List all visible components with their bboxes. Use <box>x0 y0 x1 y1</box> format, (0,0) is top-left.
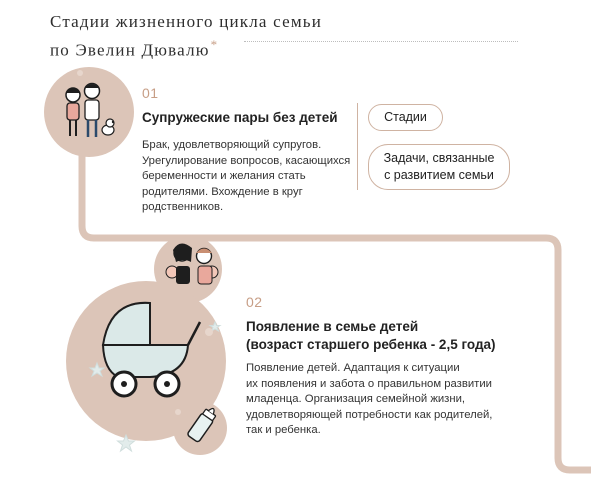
description-line: так и ребенка. <box>246 424 321 436</box>
decorative-dot <box>77 70 83 76</box>
title-line-1: Стадии жизненного цикла семьи <box>50 12 323 31</box>
couple-illustration-icon <box>44 67 134 157</box>
timeline-path <box>78 136 591 474</box>
stage-description-02: Появление детей. Адаптация к ситуации их… <box>246 361 492 439</box>
description-line: родственников. <box>142 201 224 213</box>
stage-title-02-line: (возраст старшего ребенка - 2,5 года) <box>246 337 496 352</box>
legend-separator <box>357 103 358 190</box>
stage-description-01: Брак, удовлетворяющий супругов. Урегулир… <box>142 138 350 216</box>
decorative-dot <box>175 409 181 415</box>
legend-tasks-label-line: Задачи, связанные <box>383 151 495 165</box>
decorative-stars <box>88 320 222 453</box>
stage-title-01-line: Супружеские пары без детей <box>142 110 338 125</box>
baby-bottle-icon <box>173 401 227 455</box>
title-dotted-divider <box>244 41 518 42</box>
legend-tasks-pill: Задачи, связанные с развитием семьи <box>368 144 510 190</box>
stage-title-02: Появление в семье детей (возраст старшег… <box>246 318 496 354</box>
legend-stages-pill: Стадии <box>368 104 443 131</box>
page-title: Стадии жизненного цикла семьи по Эвелин … <box>50 10 322 62</box>
description-line: Урегулирование вопросов, касающихся <box>142 154 351 167</box>
stage-title-01: Супружеские пары без детей <box>142 109 338 127</box>
baby-stroller-icon <box>66 281 226 441</box>
description-line: удовлетворяющей потребности как родителе… <box>246 408 493 421</box>
title-line-2: по Эвелин Дювалю* <box>50 37 219 60</box>
description-line: Появление детей. Адаптация к ситуации <box>246 362 460 374</box>
description-line: младенца. Организация семейной жизни, <box>246 393 466 405</box>
description-line: их появления и забота о правильном разви… <box>246 377 492 390</box>
description-line: беременности и желания стать <box>142 170 306 182</box>
stage-number-02: 02 <box>246 294 263 310</box>
decorative-dot <box>205 328 213 336</box>
description-line: Брак, удовлетворяющий супругов. <box>142 139 322 151</box>
footnote-asterisk: * <box>210 37 219 52</box>
legend-tasks-label-line: с развитием семьи <box>384 168 494 182</box>
stage-number-01: 01 <box>142 85 159 101</box>
legend-stages-label: Стадии <box>384 110 427 124</box>
stage-title-02-line: Появление в семье детей <box>246 319 419 334</box>
description-line: родителями. Вхождение в круг <box>142 185 303 198</box>
